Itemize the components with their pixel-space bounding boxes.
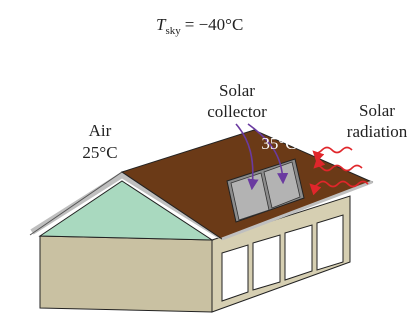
sky-temperature-label: Tsky = −40°C (156, 15, 243, 37)
window-4 (316, 214, 344, 271)
sky-temperature-symbol: T (156, 15, 167, 34)
air-temperature-label: 25°C (82, 143, 117, 162)
solar-radiation-label-line1: Solar (359, 101, 395, 120)
house-front-wall (39, 235, 213, 313)
solar-collector-label-line2: collector (207, 102, 267, 121)
house-gable (38, 180, 214, 241)
air-label: Air (89, 121, 112, 140)
collector-temperature-label: 35°C (261, 134, 296, 153)
roof-eave-trim (221, 180, 373, 241)
solar-radiation-arrow-1 (312, 146, 353, 163)
solar-collector-label-line1: Solar (219, 81, 255, 100)
solar-radiation-arrow-3 (309, 180, 369, 196)
collector-pointer-arrow-2 (247, 123, 289, 185)
sky-temperature-subscript: sky (165, 25, 181, 37)
solar-radiation-label-line2: radiation (347, 122, 408, 141)
window-1 (221, 244, 249, 302)
window-3 (284, 224, 313, 281)
window-2 (252, 234, 281, 291)
solar-radiation-arrow-2 (313, 156, 363, 172)
sky-temperature-value: = −40°C (185, 15, 244, 34)
collector-pointer-arrow-1 (235, 123, 259, 191)
